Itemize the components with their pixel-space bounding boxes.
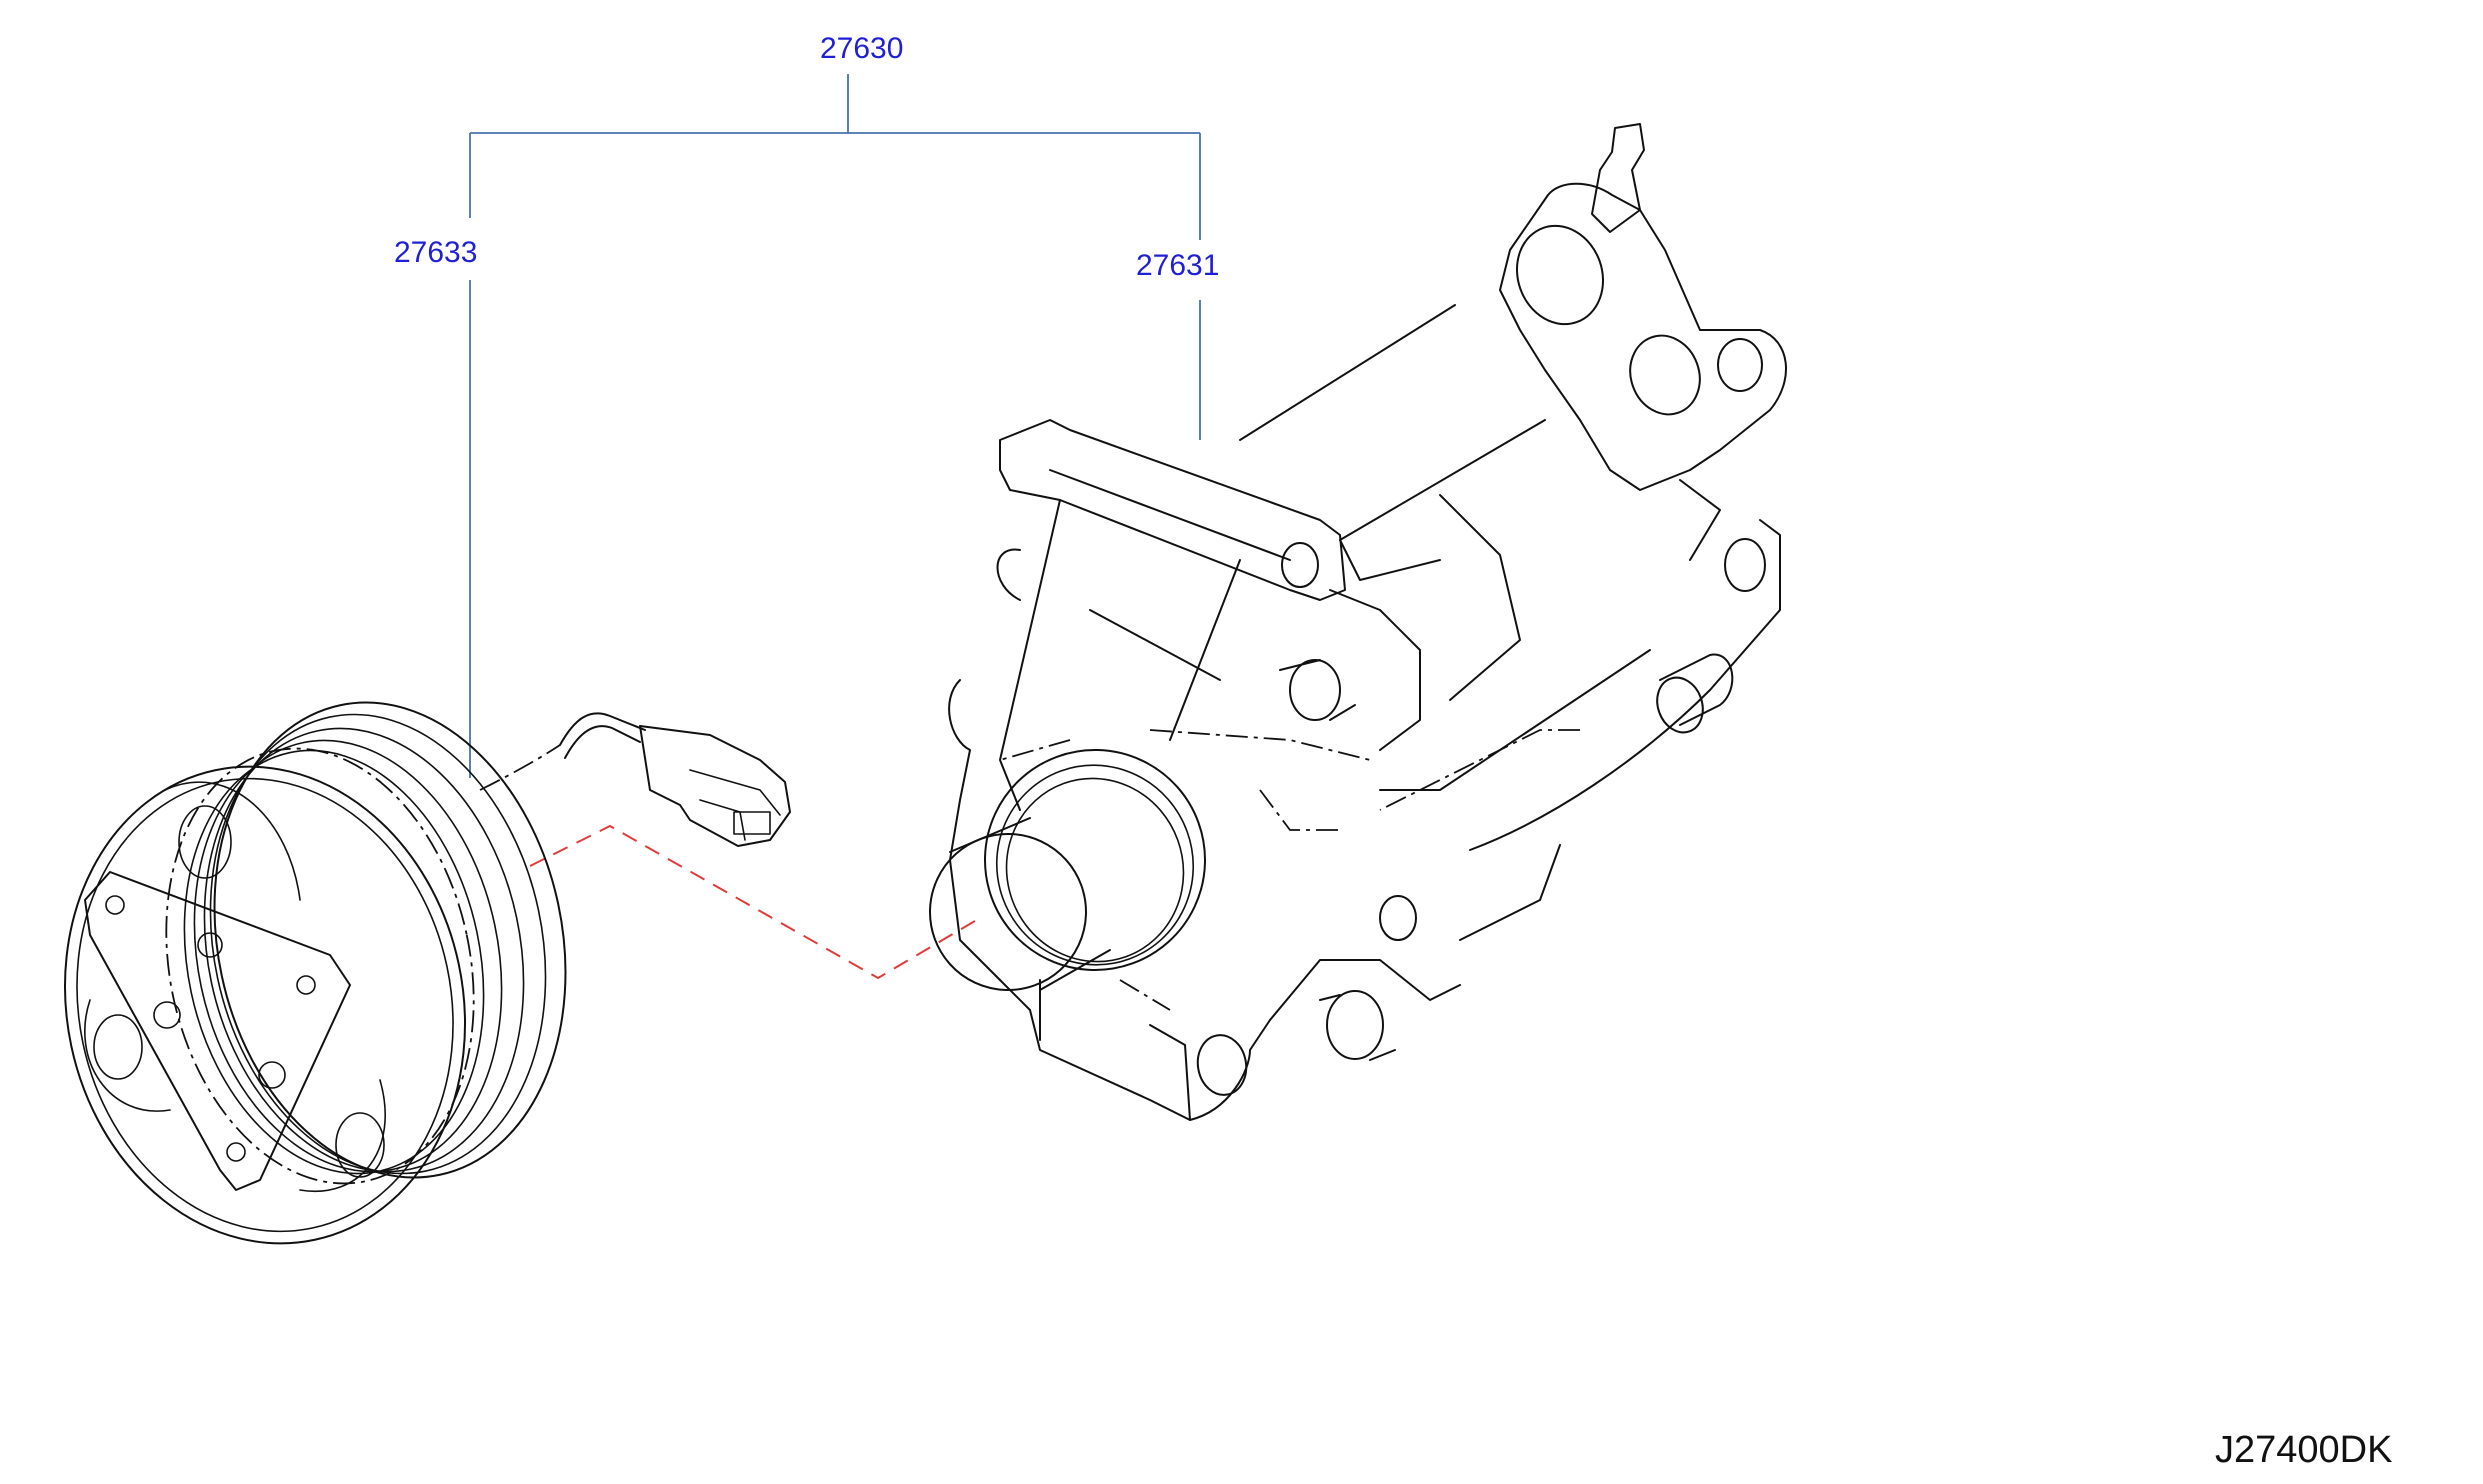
magnet-clutch-drawing bbox=[64, 701, 791, 1245]
leader-lines bbox=[469, 74, 1201, 778]
label-compressor: 27631 bbox=[1136, 249, 1219, 282]
label-clutch: 27633 bbox=[394, 236, 477, 269]
compressor-drawing bbox=[929, 123, 1787, 1121]
label-assembly: 27630 bbox=[820, 32, 903, 65]
assembly-line bbox=[529, 824, 981, 980]
diagram-code: J27400DK bbox=[2215, 1429, 2392, 1471]
